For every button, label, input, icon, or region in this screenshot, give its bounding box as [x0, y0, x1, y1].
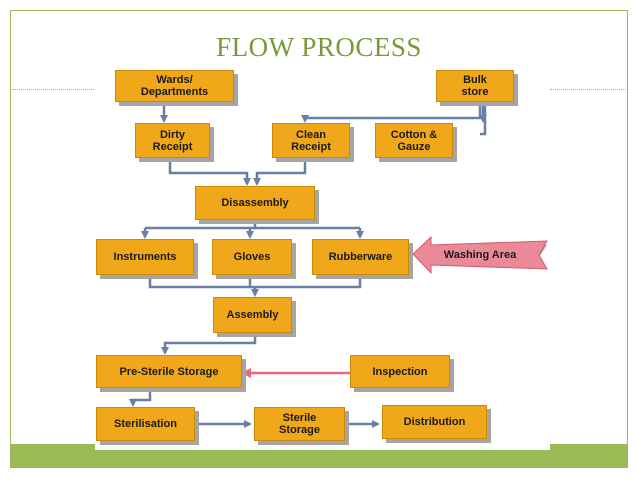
node-clean-receipt-label: Clean Receipt [291, 128, 331, 153]
node-wards: Wards/ Departments [115, 70, 234, 102]
edge-merge-bar [148, 275, 362, 289]
edge-bulk-trunk [480, 102, 487, 136]
node-wards-label: Wards/ Departments [140, 74, 209, 98]
node-pre-sterile-storage: Pre-Sterile Storage [96, 355, 242, 388]
washing-area-arrow: Washing Area [412, 235, 548, 275]
slide-title: FLOW PROCESS [216, 32, 422, 62]
node-sterile-storage-label: Sterile Storage [279, 412, 320, 436]
edge-assembly-presterile [161, 333, 257, 355]
edge-bulk-clean [301, 102, 482, 123]
flow-diagram: Washing Area Wards/ Departments Bulk sto… [95, 65, 550, 450]
node-sterilisation: Sterilisation [96, 407, 195, 441]
node-dirty-receipt-label: Dirty Receipt [152, 128, 193, 153]
edge-clean-disassembly [253, 158, 307, 186]
node-inspection-label: Inspection [372, 365, 428, 378]
slide-frame [10, 10, 628, 468]
node-sterile-storage: Sterile Storage [254, 407, 345, 441]
title-rule-right [550, 89, 626, 90]
node-assembly: Assembly [213, 297, 292, 333]
washing-area-label: Washing Area [444, 249, 517, 261]
node-sterilisation-label: Sterilisation [114, 418, 177, 430]
edge-presterile-sterilisation [129, 388, 152, 407]
node-disassembly-label: Disassembly [221, 197, 289, 209]
node-distribution: Distribution [382, 405, 487, 439]
node-gloves: Gloves [212, 239, 292, 275]
node-clean-receipt: Clean Receipt [272, 123, 350, 158]
node-rubberware-label: Rubberware [328, 251, 393, 263]
node-distribution-label: Distribution [403, 416, 466, 428]
node-assembly-label: Assembly [226, 309, 279, 321]
flow-connectors: Washing Area [129, 102, 548, 428]
node-disassembly: Disassembly [195, 186, 315, 220]
node-bulk-store-label: Bulk store [461, 74, 489, 98]
node-cotton-gauze-label: Cotton & Gauze [390, 128, 438, 153]
node-rubberware: Rubberware [312, 239, 409, 275]
title-rule-left [12, 89, 94, 90]
node-cotton-gauze: Cotton & Gauze [375, 123, 453, 158]
edge-inspection-arrowhead [241, 368, 251, 378]
node-instruments-label: Instruments [113, 251, 177, 263]
edge-dirty-disassembly [168, 158, 251, 186]
node-gloves-label: Gloves [233, 251, 271, 263]
node-pre-sterile-storage-label: Pre-Sterile Storage [119, 365, 219, 378]
node-bulk-store: Bulk store [436, 70, 514, 102]
node-inspection: Inspection [350, 355, 450, 388]
node-instruments: Instruments [96, 239, 194, 275]
node-dirty-receipt: Dirty Receipt [135, 123, 210, 158]
